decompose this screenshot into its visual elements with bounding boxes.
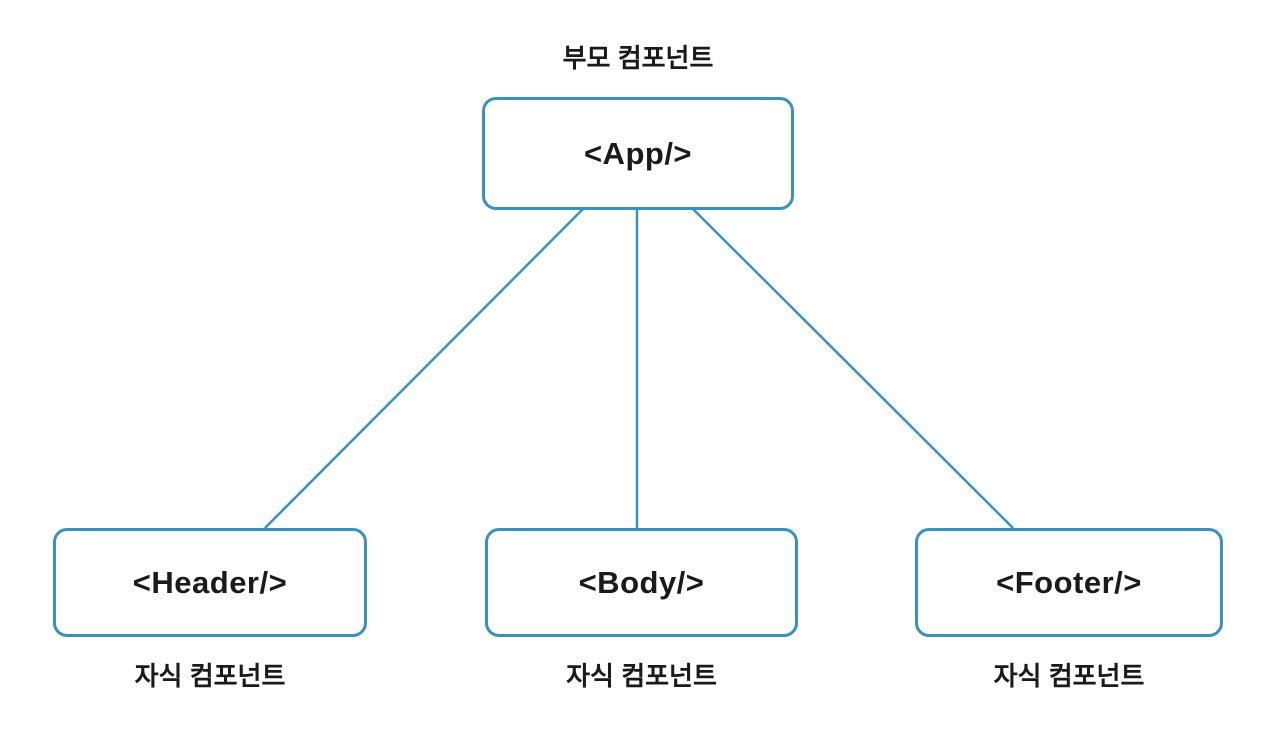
node-app: <App/> <box>482 97 794 210</box>
child-component-caption-footer: 자식 컴포넌트 <box>993 661 1145 691</box>
child-component-caption-header: 자식 컴포넌트 <box>134 661 286 691</box>
node-footer: <Footer/> <box>915 528 1223 637</box>
parent-component-caption: 부모 컴포넌트 <box>562 43 714 73</box>
node-body: <Body/> <box>485 528 798 637</box>
node-header: <Header/> <box>53 528 367 637</box>
child-component-caption-body: 자식 컴포넌트 <box>566 661 717 691</box>
edge-app-to-header <box>264 208 584 529</box>
edge-app-to-footer <box>692 208 1014 529</box>
